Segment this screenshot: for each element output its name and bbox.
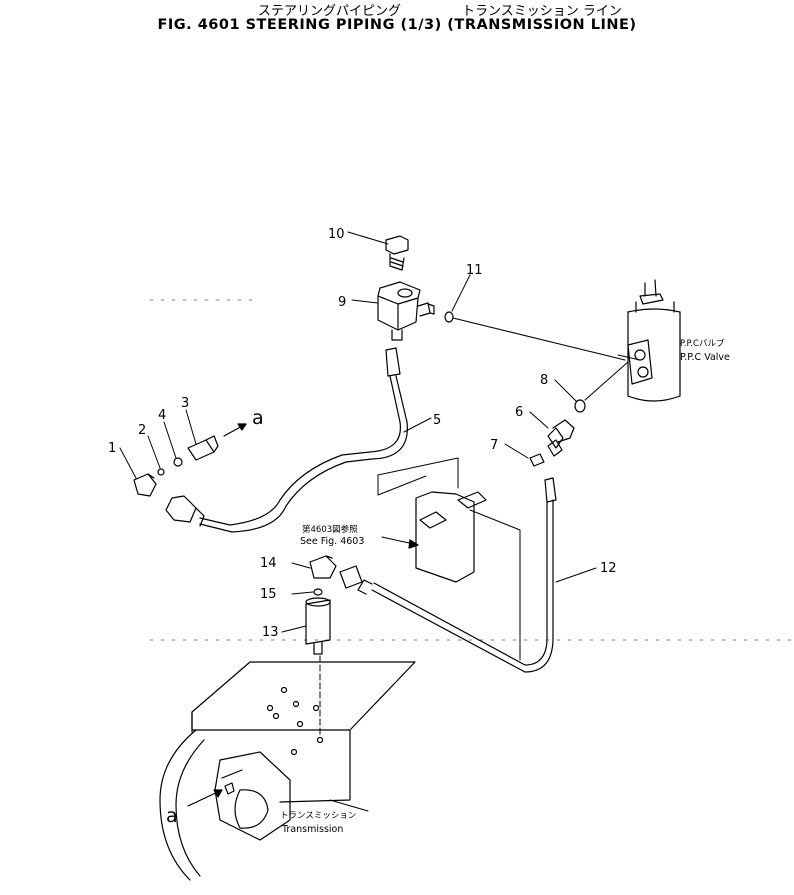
part-6-elbow (547, 419, 575, 457)
callout-9: 9 (338, 295, 346, 310)
callout-2: 2 (138, 423, 146, 438)
callout-5: 5 (433, 413, 441, 428)
part-11-o-ring (444, 311, 454, 323)
ref-mark-a-bottom: a (166, 805, 178, 827)
part-5-hose (165, 347, 408, 533)
transmission-label-en: Transmission (281, 824, 343, 835)
callout-4: 4 (158, 408, 166, 423)
callout-13: 13 (262, 625, 279, 640)
figure-title: FIG. 4601 STEERING PIPING (1/3) (TRANSMI… (157, 17, 637, 33)
part-14-elbow (309, 555, 337, 579)
title-jp-steering: ステアリングパイピング (258, 4, 402, 19)
bracket (415, 491, 487, 583)
callout-1: 1 (108, 441, 116, 456)
part-4-o-ring (173, 457, 183, 467)
callout-14: 14 (260, 556, 277, 571)
part-3-adapter (187, 435, 219, 461)
callout-10: 10 (328, 227, 345, 242)
callout-3: 3 (181, 396, 189, 411)
callout-11: 11 (466, 263, 483, 278)
title-jp-transmission: トランスミッション ライン (462, 4, 622, 19)
part-7-connector (529, 453, 545, 467)
part-1-elbow (133, 473, 157, 497)
transmission-label-jp: トランスミッション (280, 811, 356, 821)
part-12-hose (339, 477, 557, 673)
callout-7: 7 (490, 438, 498, 453)
callout-12: 12 (600, 561, 617, 576)
see-fig-label-en: See Fig. 4603 (300, 536, 364, 547)
part-8-o-ring (574, 399, 586, 413)
callout-8: 8 (540, 373, 548, 388)
japanese-title: ステアリングパイピング トランスミッション ライン (0, 0, 794, 19)
callout-6: 6 (515, 405, 523, 420)
part-9-block (377, 281, 435, 341)
callout-15: 15 (260, 587, 277, 602)
ppc-valve-label-jp: P.P.Cバルブ (680, 338, 725, 349)
transmission-housing (159, 661, 416, 881)
part-13-union (305, 597, 331, 655)
see-fig-label-jp: 第4603図参照 (302, 524, 358, 535)
part-2-o-ring (157, 468, 165, 476)
part-15-o-ring (313, 588, 323, 596)
ppc-valve-label-en: P.P.C Valve (680, 352, 730, 363)
ref-mark-a-top: a (252, 407, 264, 429)
ppc-valve (627, 279, 681, 402)
part-10-plug (385, 235, 409, 271)
